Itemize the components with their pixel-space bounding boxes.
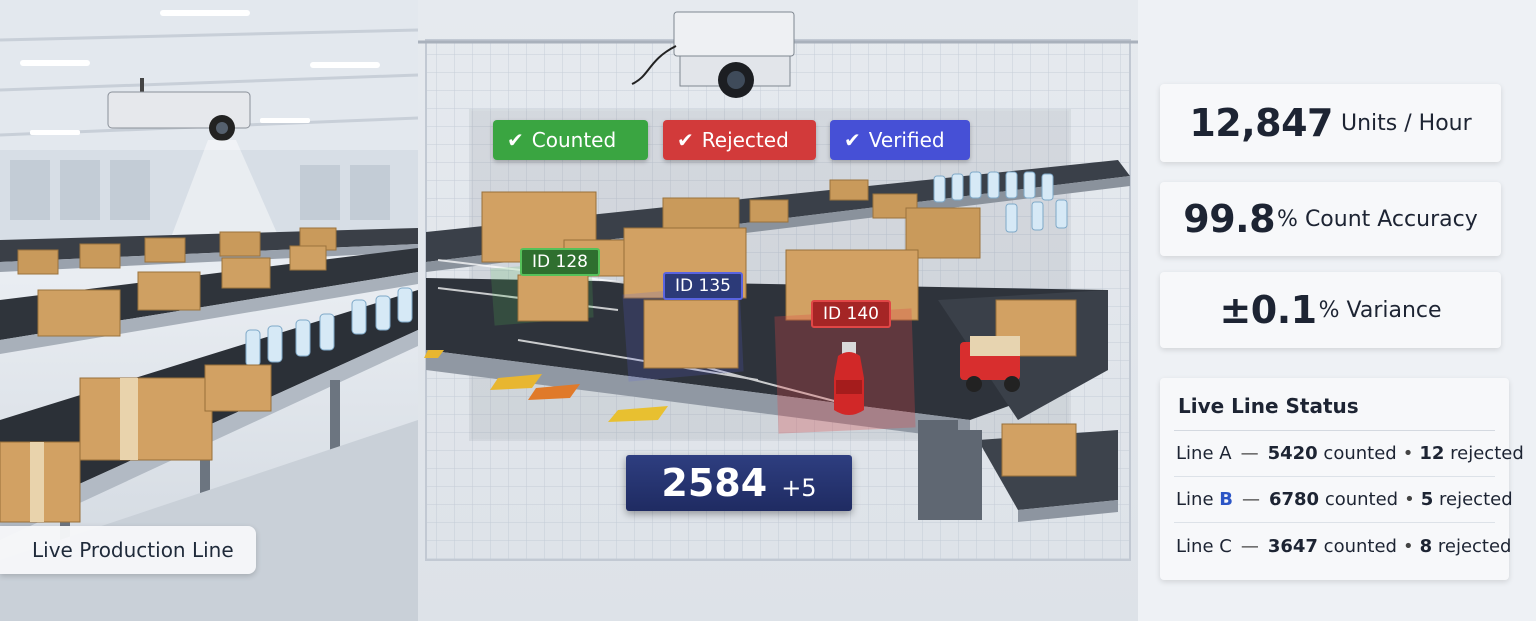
metric-unit: Units / Hour (1341, 110, 1472, 136)
counted-value: 6780 (1268, 489, 1320, 510)
counted-value: 3647 (1267, 535, 1318, 557)
line-letter: B (1219, 489, 1233, 510)
line-name: Line (1176, 535, 1214, 557)
counted-label: counted (1323, 535, 1397, 557)
metric-count-accuracy: 99.8 % Count Accuracy (1160, 182, 1501, 256)
factory-view: Live Production Line (0, 0, 418, 621)
unit-counter: 2584 +5 (626, 455, 852, 511)
rejected-label: rejected (1437, 535, 1512, 557)
tag-rejected: ✔ Rejected (663, 120, 816, 160)
rejected-value: 8 (1419, 535, 1433, 557)
metric-value: 12,847 (1189, 101, 1333, 145)
divider (1174, 430, 1495, 431)
counted-label: counted (1324, 489, 1399, 510)
separator-dash: — (1240, 443, 1259, 464)
live-production-line-label: Live Production Line (0, 526, 256, 574)
object-id-label-140: ID 140 (811, 300, 891, 328)
object-id-label-128: ID 128 (520, 248, 600, 276)
line-name: Line (1176, 489, 1214, 510)
metric-value: 99.8 (1183, 197, 1276, 241)
conveyor-illustration (418, 11, 1138, 561)
rejected-value: 5 (1420, 489, 1434, 510)
detection-view: ✔ Counted ✔ Rejected ✔ Verified ID 128 I… (418, 0, 1138, 621)
live-line-status-panel: Live Line Status Line A — 5420 counted •… (1160, 378, 1524, 580)
status-title: Live Line Status (1178, 394, 1359, 418)
check-icon: ✔ (507, 128, 524, 152)
metric-variance: ±0.1 % Variance (1160, 272, 1501, 348)
tag-verified: ✔ Verified (830, 120, 970, 160)
separator-dot: • (1404, 489, 1415, 510)
metric-units-per-hour: 12,847 Units / Hour (1160, 84, 1501, 162)
metric-value: ±0.1 (1219, 288, 1317, 332)
line-name: Line (1176, 443, 1214, 464)
separator-dash: — (1240, 535, 1259, 557)
separator-dot: • (1402, 443, 1414, 464)
rejected-value: 12 (1419, 443, 1445, 464)
tag-counted-label: Counted (531, 128, 617, 152)
tag-counted: ✔ Counted (493, 120, 648, 160)
line-letter: C (1219, 535, 1232, 557)
check-icon: ✔ (844, 128, 861, 152)
object-id-label-135: ID 135 (663, 272, 743, 300)
bottle-icon (834, 342, 864, 415)
separator-dash: — (1241, 489, 1260, 510)
rejected-label: rejected (1439, 489, 1513, 510)
separator-dot: • (1402, 535, 1414, 557)
check-icon: ✔ (677, 128, 694, 152)
metric-unit: % Variance (1318, 297, 1442, 323)
tag-verified-label: Verified (868, 128, 945, 152)
forklift-icon (960, 336, 1020, 392)
counter-total: 2584 (661, 461, 768, 505)
counter-increment: +5 (781, 474, 817, 502)
tag-rejected-label: Rejected (701, 128, 789, 152)
rejected-label: rejected (1450, 443, 1524, 464)
status-row-line-c: Line C — 3647 counted • 8 rejected (1174, 523, 1511, 569)
counted-label: counted (1323, 443, 1397, 464)
status-row-line-a: Line A — 5420 counted • 12 rejected (1174, 431, 1524, 477)
line-letter: A (1219, 443, 1232, 464)
status-row-line-b: Line B — 6780 counted • 5 rejected (1174, 477, 1513, 523)
counted-value: 5420 (1267, 443, 1318, 464)
factory-illustration (0, 0, 418, 621)
metric-unit: % Count Accuracy (1277, 206, 1478, 232)
